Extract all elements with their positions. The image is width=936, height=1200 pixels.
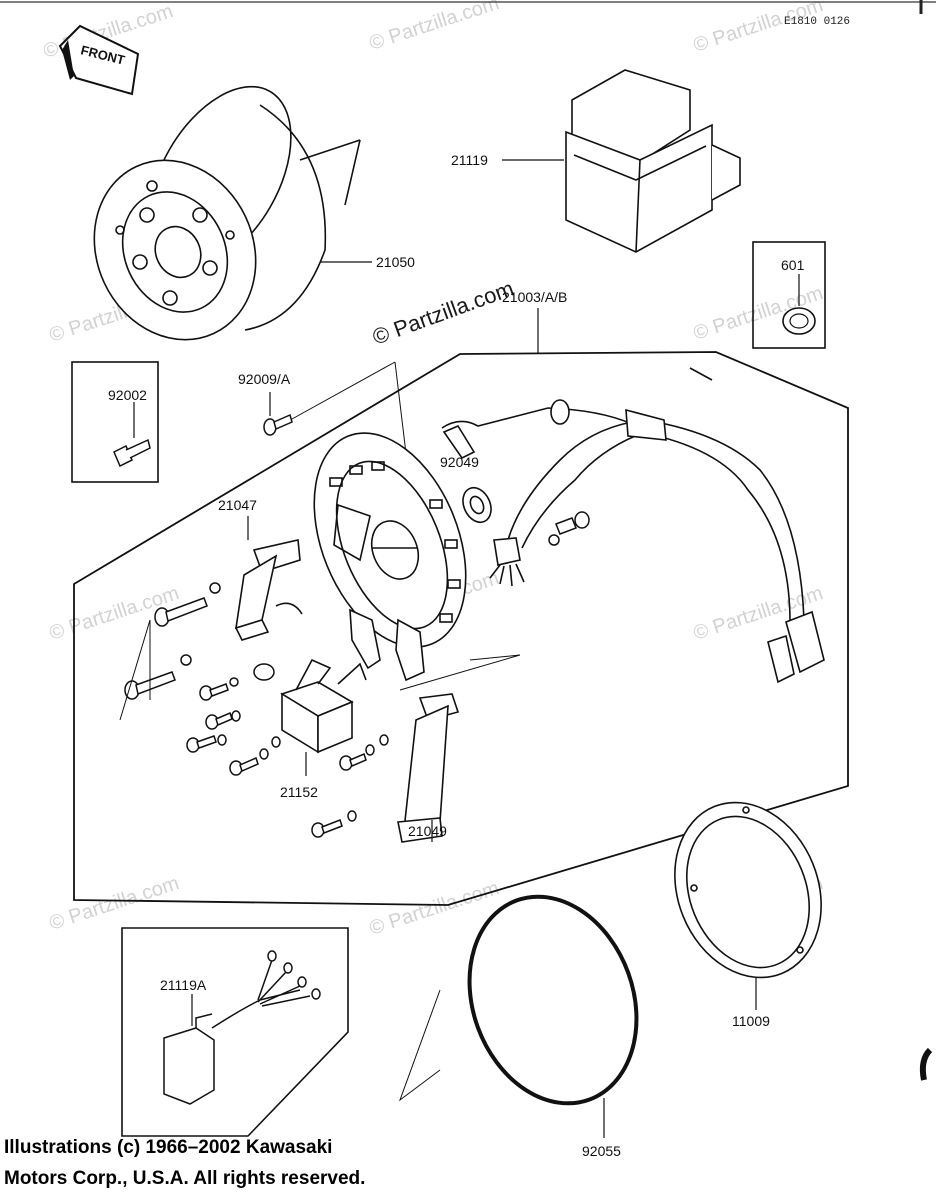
part-number-21049: 21049: [408, 823, 447, 839]
stator-bolts-left: [124, 582, 389, 838]
drawing-code: E1810 0126: [784, 16, 850, 28]
front-direction-arrow: FRONT: [58, 24, 140, 96]
part-number-92049: 92049: [440, 454, 479, 470]
part-number-21003: 21003/A/B: [502, 289, 567, 305]
ignition-unit-21152: [280, 658, 367, 776]
regulator-rectifier: [565, 69, 741, 253]
part-number-92009: 92009/A: [238, 371, 291, 387]
copyright-line-1: Illustrations (c) 1966–2002 Kawasaki: [4, 1137, 333, 1158]
watermark: © Partzilla.com: [367, 0, 502, 55]
part-number-21119A: 21119A: [160, 977, 207, 993]
part-number-21119: 21119: [451, 152, 488, 168]
copyright-line-2: Motors Corp., U.S.A. All rights reserved…: [4, 1168, 366, 1189]
copyright-notice: Illustrations (c) 1966–2002 Kawasaki Mot…: [4, 1132, 524, 1194]
pickup-coil-21047: [234, 516, 303, 641]
part-number-21050: 21050: [376, 254, 415, 270]
watermark: © Partzilla.com: [691, 0, 826, 57]
charging-coil-21049: [397, 693, 460, 843]
watermark-center: © Partzilla.com: [369, 276, 517, 350]
watermark: © Partzilla.com: [47, 872, 182, 935]
edge-mark: [919, 1047, 933, 1081]
oil-seal-box: [752, 241, 826, 349]
part-number-21047: 21047: [218, 497, 257, 513]
part-number-21152: 21152: [280, 784, 318, 800]
screw-right-harness: [548, 511, 590, 546]
stator-base-plate: [313, 432, 467, 682]
part-number-11009: 11009: [732, 1013, 770, 1029]
part-number-92055: 92055: [582, 1143, 621, 1159]
gasket-11009: [674, 801, 822, 1010]
stator-assembly-outline: [73, 351, 849, 906]
part-number-92002: 92002: [108, 387, 147, 403]
guide-lines: [119, 619, 521, 721]
flywheel-rotor: [93, 85, 361, 341]
o-ring-92055: [398, 894, 639, 1138]
harness-21119A-box: [121, 927, 349, 1137]
bolt-92002-box: [71, 361, 159, 483]
part-number-601: 601: [781, 257, 805, 273]
wire-harness: [441, 367, 825, 684]
grommet-92049: [462, 486, 492, 524]
